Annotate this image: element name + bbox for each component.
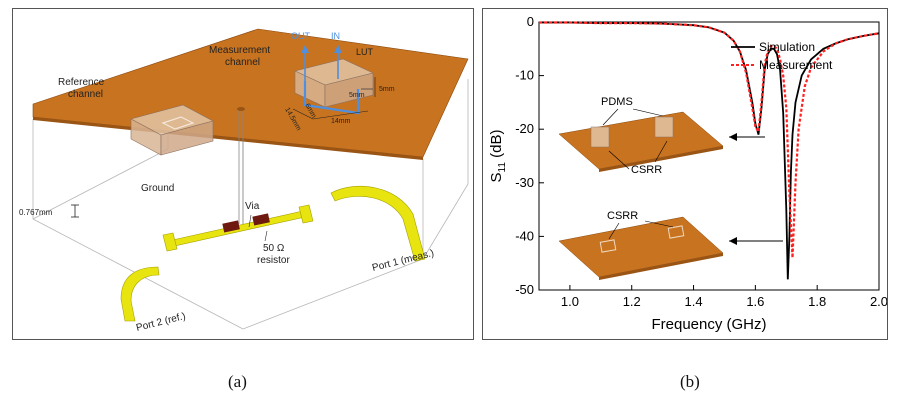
svg-text:5mm: 5mm bbox=[379, 86, 395, 93]
y-tick-label: 0 bbox=[527, 14, 534, 29]
ground-plane-edge bbox=[33, 117, 423, 160]
resistor-value-label: 50 Ω bbox=[263, 243, 285, 254]
via-label: Via bbox=[245, 201, 260, 212]
x-tick-label: 1.6 bbox=[746, 294, 764, 309]
y-axis-label: S11 (dB) bbox=[488, 130, 508, 183]
s11-chart: 1.0 1.2 1.4 1.6 1.8 2.0 0 -10 -20 -30 -40 -50 Simul… bbox=[488, 14, 887, 333]
port1-label: Port 1 (meas.) bbox=[371, 248, 435, 274]
legend: Simulation Measurement bbox=[731, 40, 833, 72]
out-label: OUT bbox=[291, 31, 311, 41]
y-tick-label: -10 bbox=[515, 68, 534, 83]
inset-board-csrr: CSRR bbox=[558, 210, 783, 280]
legend-simulation-label: Simulation bbox=[759, 40, 815, 54]
structure-illustration: Reference channel Measurement channel OU… bbox=[19, 28, 469, 334]
measurement-channel-block bbox=[294, 45, 374, 115]
reference-channel-label: Reference bbox=[58, 77, 105, 88]
resistor-right bbox=[252, 213, 270, 226]
axis-ticks: 1.0 1.2 1.4 1.6 1.8 2.0 0 -10 -20 -30 -40 -50 bbox=[515, 14, 887, 309]
x-tick-label: 1.2 bbox=[623, 294, 641, 309]
csrr-bottom-label: CSRR bbox=[607, 210, 638, 222]
resistor-word-label: resistor bbox=[257, 255, 290, 266]
measurement-channel-label: Measurement bbox=[209, 45, 270, 56]
y-tick-label: -30 bbox=[515, 175, 534, 190]
inset-board-pdms: PDMS CSRR bbox=[558, 96, 765, 176]
series-measurement-line bbox=[539, 21, 880, 258]
svg-text:5mm: 5mm bbox=[349, 92, 365, 99]
thickness-label: 0.767mm bbox=[19, 208, 53, 217]
svg-text:channel: channel bbox=[225, 57, 260, 68]
x-tick-label: 1.0 bbox=[561, 294, 579, 309]
y-tick-label: -50 bbox=[515, 282, 534, 297]
caption-a: (a) bbox=[228, 372, 247, 391]
y-tick-label: -20 bbox=[515, 121, 534, 136]
pdms-label: PDMS bbox=[601, 96, 633, 108]
series-simulation-line bbox=[539, 21, 880, 280]
structure-figure-panel: Reference channel Measurement channel OU… bbox=[12, 8, 474, 340]
data-series bbox=[539, 21, 880, 280]
in-label: IN bbox=[331, 31, 340, 41]
x-axis-label: Frequency (GHz) bbox=[651, 316, 766, 333]
svg-text:channel: channel bbox=[68, 89, 103, 100]
csrr-top-label: CSRR bbox=[631, 164, 662, 176]
ground-label: Ground bbox=[141, 183, 174, 194]
s11-chart-panel: 1.0 1.2 1.4 1.6 1.8 2.0 0 -10 -20 -30 -40 -50 Simul… bbox=[482, 8, 888, 340]
x-tick-label: 1.4 bbox=[685, 294, 703, 309]
dimension-lines bbox=[292, 77, 376, 120]
resistor-left bbox=[222, 220, 240, 233]
lut-label: LUT bbox=[356, 47, 374, 57]
svg-text:14mm: 14mm bbox=[331, 118, 351, 125]
x-tick-label: 2.0 bbox=[870, 294, 887, 309]
measurement-channel-path bbox=[303, 81, 360, 115]
legend-measurement-label: Measurement bbox=[759, 58, 833, 72]
port2-label: Port 2 (ref.) bbox=[135, 311, 187, 334]
reference-channel-block bbox=[130, 104, 214, 156]
x-tick-label: 1.8 bbox=[808, 294, 826, 309]
caption-b: (b) bbox=[680, 372, 700, 391]
y-tick-label: -40 bbox=[515, 228, 534, 243]
